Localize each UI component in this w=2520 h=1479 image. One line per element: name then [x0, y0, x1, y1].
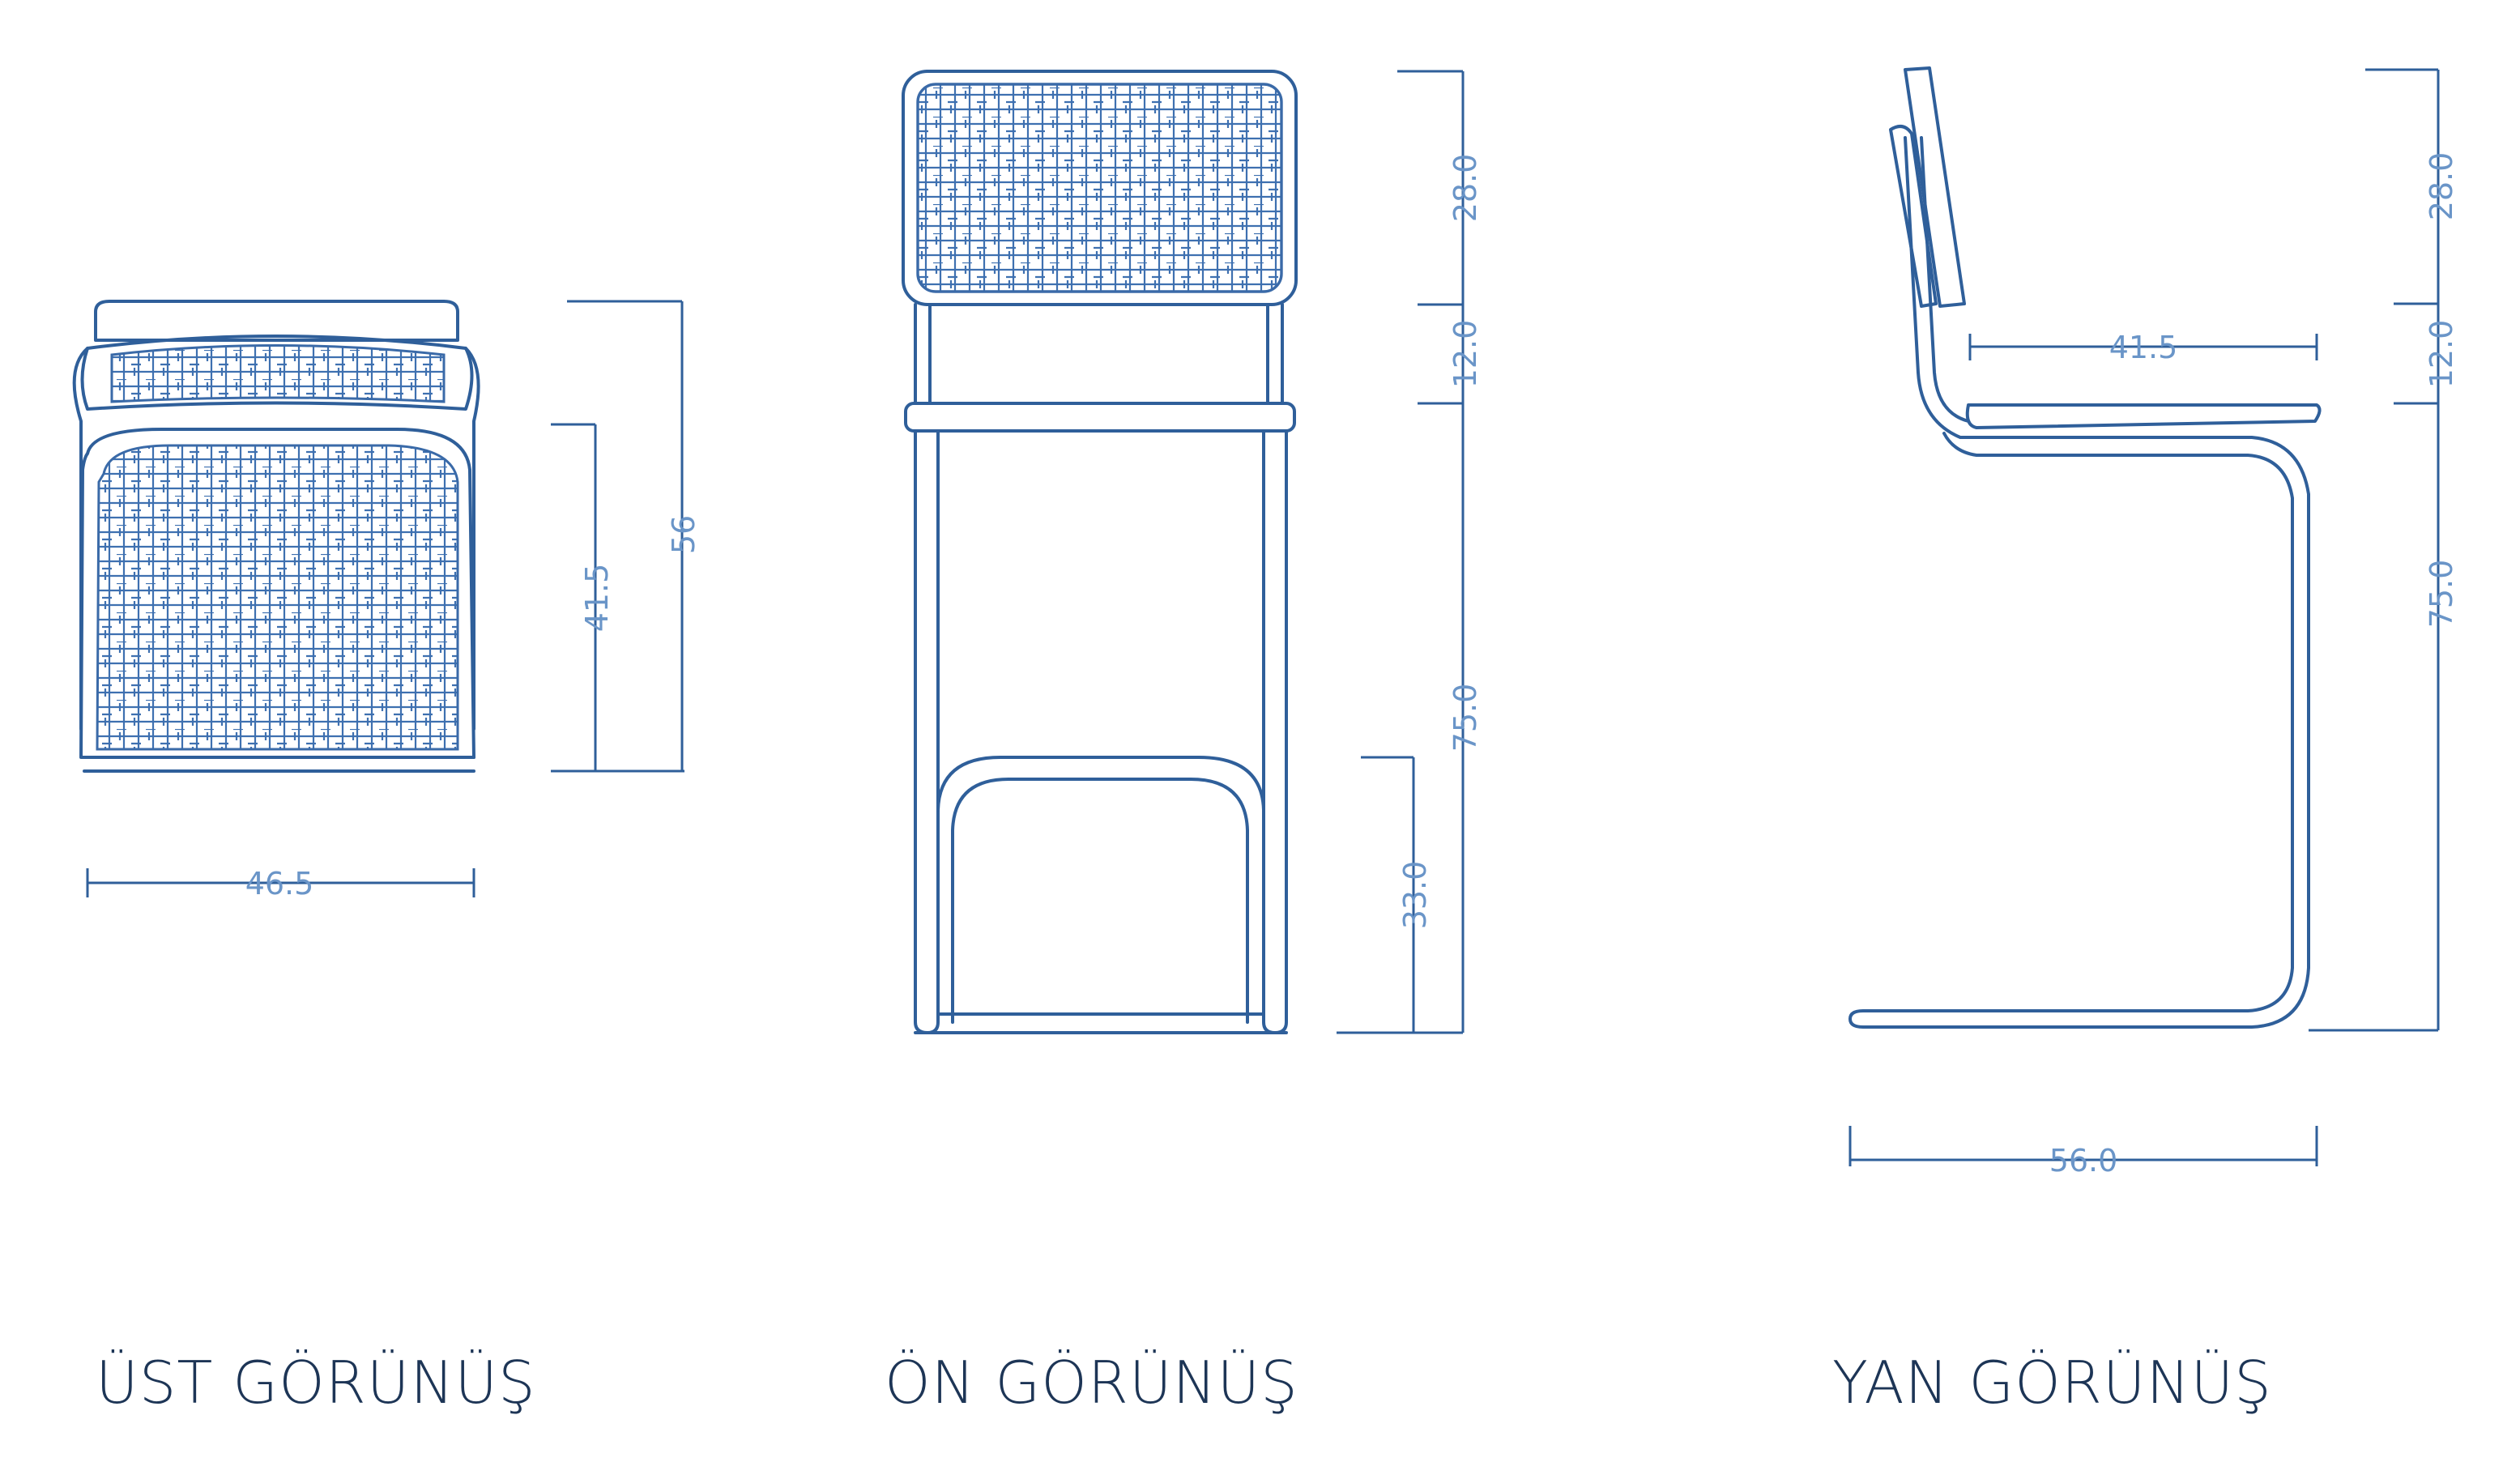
top-total-depth-label: 56 [666, 515, 701, 554]
side-seat-height-label: 75.0 [2424, 560, 2459, 629]
side-view-drawing [1848, 66, 2322, 1029]
top-view-title: ÜST GÖRÜNÜŞ [96, 1349, 536, 1417]
top-view-drawing [72, 300, 480, 773]
side-gap-label: 12.0 [2424, 320, 2459, 389]
top-width-label: 46.5 [245, 866, 314, 901]
side-depth-label: 56.0 [2049, 1143, 2118, 1179]
side-back-label: 28.0 [2424, 152, 2459, 221]
front-footrest-label: 33.0 [1397, 861, 1433, 930]
front-gap-label: 12.0 [1448, 320, 1483, 389]
side-view-title: YAN GÖRÜNÜŞ [1832, 1349, 2272, 1417]
front-view-title: ÖN GÖRÜNÜŞ [885, 1349, 1298, 1417]
front-view-drawing [902, 70, 1298, 1034]
front-seat-height-label: 75.0 [1448, 684, 1483, 752]
side-seat-depth-label: 41.5 [2109, 330, 2178, 365]
top-seat-depth-label: 41.5 [579, 564, 615, 633]
side-view-dimensions: 41.5 28.0 12.0 75.0 56.0 [1848, 68, 2459, 1179]
top-view-dimensions: 46.5 41.5 56 [86, 300, 701, 901]
front-back-label: 28.0 [1448, 154, 1483, 223]
front-view-dimensions: 28.0 12.0 75.0 33.0 [1337, 70, 1483, 1034]
